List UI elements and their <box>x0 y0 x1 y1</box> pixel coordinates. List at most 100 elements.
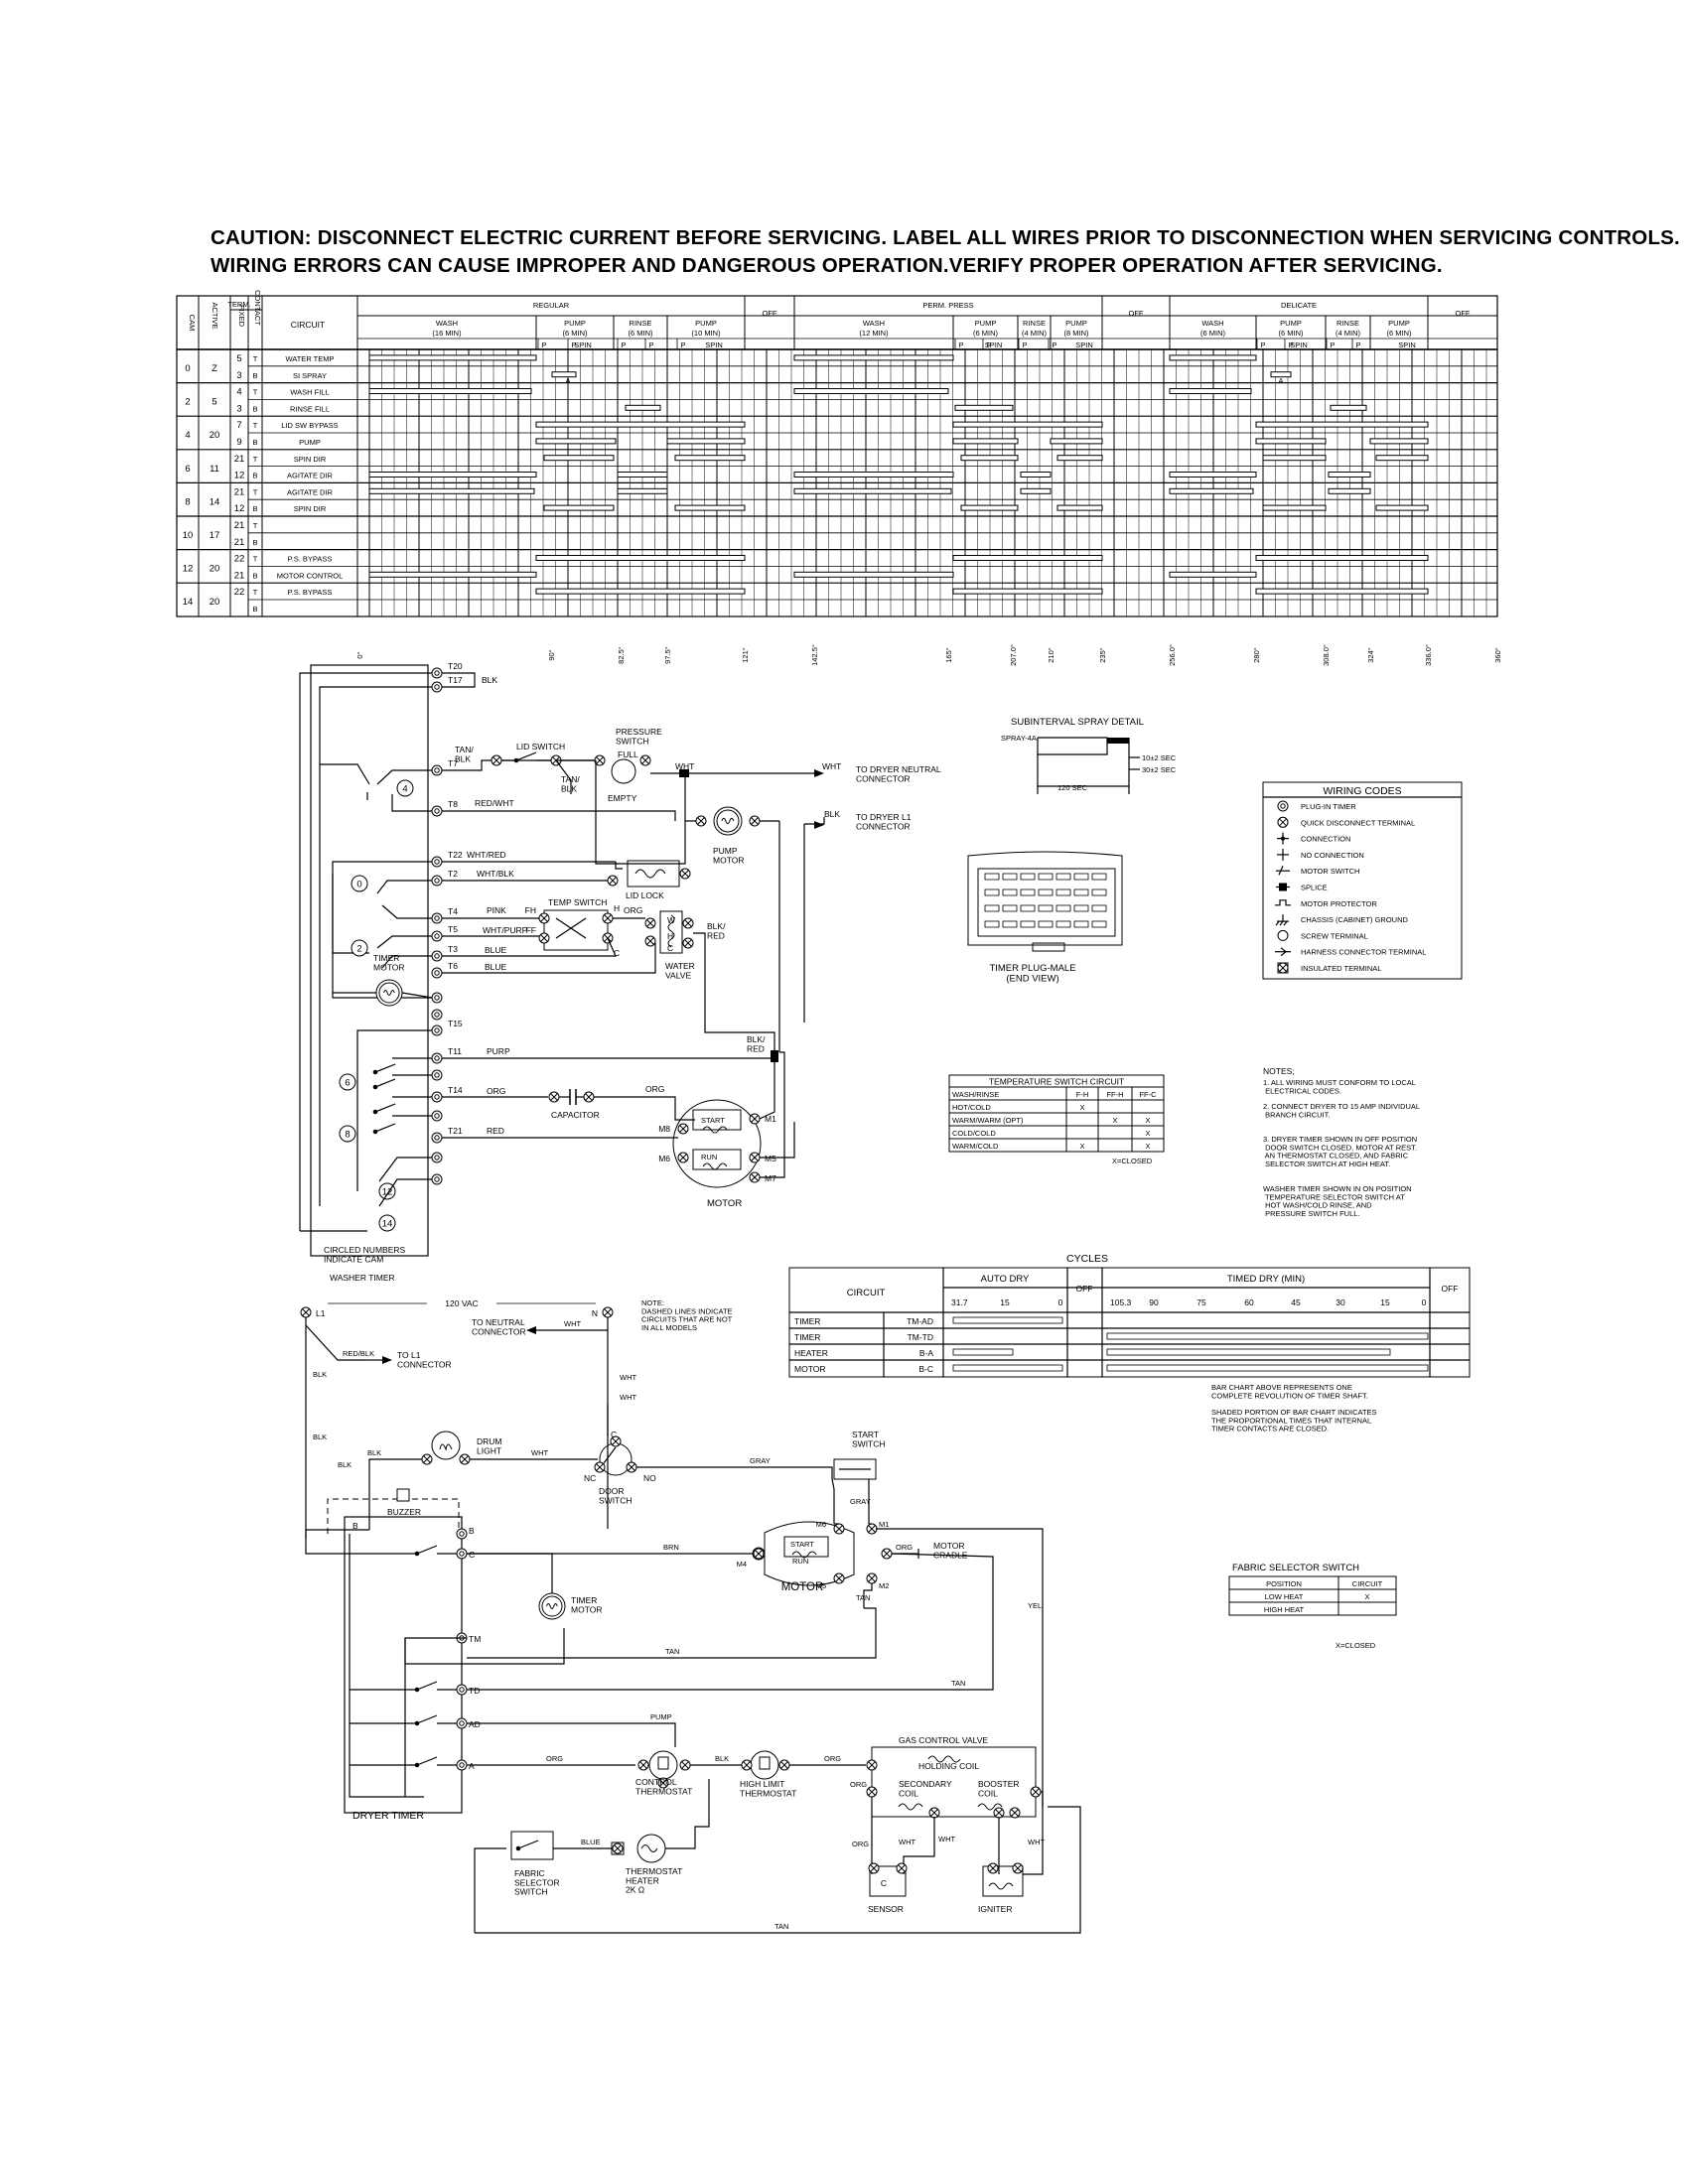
switch-pivot <box>414 1762 420 1768</box>
plug-in-timer-terminal-dot <box>459 1687 465 1693</box>
sensor-label: SENSOR <box>868 1904 904 1914</box>
cam-number: 10 <box>183 530 194 541</box>
step-name: RINSE <box>1336 319 1359 328</box>
label-line: TO DRYER L1 <box>856 812 912 822</box>
dryer-timer-motor-winding <box>541 1595 563 1617</box>
cam-closed-bar <box>551 371 577 378</box>
timer-terminal-label: B <box>352 1521 358 1531</box>
contact-type: B <box>252 571 257 580</box>
booster-coil <box>977 1803 1003 1811</box>
cycle-row-code: B-C <box>918 1364 933 1374</box>
plug-in-timer-terminal-dot <box>434 915 440 921</box>
cam-closed-bar <box>793 571 954 578</box>
label-line: ELECTRICAL CODES. <box>1263 1086 1341 1095</box>
label-line: SWITCH <box>514 1887 548 1897</box>
cam-number: 4 <box>185 430 190 441</box>
cam-closed-bar <box>1330 404 1367 411</box>
plug-pin <box>984 904 1000 912</box>
label-line: LIGHT <box>477 1445 501 1455</box>
label-line: (END VIEW) <box>1006 973 1058 984</box>
contact-type: B <box>252 404 257 413</box>
cycle-closed-bar <box>1106 1348 1391 1356</box>
cam-closed-bar <box>960 455 1019 462</box>
cam-closed-bar <box>1255 588 1429 595</box>
cam-closed-bar <box>793 472 954 478</box>
plug-in-timer-terminal-dot <box>434 970 440 976</box>
label-line: PRESSURE <box>616 727 662 737</box>
plug-in-timer-terminal-dot <box>434 1012 440 1018</box>
cam-closed-bar <box>535 555 746 561</box>
x-mark <box>751 1154 759 1161</box>
drum-light-filament <box>439 1443 453 1451</box>
cam-closed-bar <box>535 438 617 445</box>
temp-switch-box <box>543 909 609 951</box>
label-line: THE PROPORTIONAL TIMES THAT INTERNAL <box>1211 1416 1371 1425</box>
label-line: BOOSTER <box>978 1779 1020 1789</box>
fabric-switch-contact <box>517 1840 539 1849</box>
circuit-name: LID SW BYPASS <box>281 421 338 430</box>
arrow-head <box>526 1326 536 1334</box>
wiring-code-label: CHASSIS (CABINET) GROUND <box>1301 915 1409 924</box>
wire-label: TAN <box>665 1647 679 1656</box>
plug-pin <box>1091 888 1107 896</box>
terminal-number: 9 <box>236 437 241 448</box>
cam-closed-bar <box>1169 487 1254 494</box>
buzzer-icon <box>396 1488 410 1502</box>
label-line: 2. CONNECT DRYER TO 15 AMP INDIVIDUAL <box>1263 1102 1420 1111</box>
run-label: RUN <box>701 1153 717 1161</box>
wiring-code-label: HARNESS CONNECTOR TERMINAL <box>1301 948 1426 957</box>
x-mark <box>659 1779 667 1787</box>
run-winding <box>702 1162 728 1170</box>
terminal-number: 4 <box>236 387 241 398</box>
contact-type: T <box>253 588 258 597</box>
cycle-closed-bar <box>952 1316 1063 1324</box>
plug-pin <box>984 920 1000 928</box>
x-mark <box>550 1093 558 1101</box>
wire-label: WHT <box>675 761 694 771</box>
wire-tan <box>467 1553 994 1691</box>
wire-blk <box>305 1529 369 1539</box>
cam-closed-bar <box>368 571 537 578</box>
motor-label: MOTOR <box>781 1581 824 1593</box>
plug-key <box>1032 942 1065 952</box>
spray-time: 30±2 SEC <box>1142 765 1177 774</box>
contact-type: B <box>252 605 257 614</box>
x-mark <box>780 1761 788 1769</box>
terminal-number: 12 <box>234 503 245 514</box>
dryer-motor-body <box>764 1521 855 1586</box>
circuit-name: P.S. BYPASS <box>288 588 333 597</box>
wire-label: ORG <box>850 1780 867 1789</box>
plug-pin <box>1073 920 1089 928</box>
cam-number-icon <box>339 1125 356 1143</box>
terminal-number: 21 <box>234 454 245 465</box>
timer-plug-body <box>967 851 1123 946</box>
p-label: P <box>621 341 626 349</box>
label-line: CONTROL <box>635 1777 677 1787</box>
plug-in-timer-terminal-dot <box>434 859 440 865</box>
step-time: (6 MIN) <box>973 329 999 338</box>
degree-label: 336.0° <box>1424 644 1433 666</box>
p-label: P <box>648 341 653 349</box>
cam-closed-bar <box>674 455 746 462</box>
wire-label: TAN <box>951 1679 965 1688</box>
x-mark <box>1011 1809 1019 1817</box>
wire-label: BLK/RED <box>747 1034 766 1053</box>
c-label: C <box>611 1430 617 1439</box>
x-mark <box>596 1463 604 1471</box>
plug-pin <box>984 888 1000 896</box>
label-line: CONNECTOR <box>856 773 911 783</box>
note-text: 3. DRYER TIMER SHOWN IN OFF POSITION DOO… <box>1263 1135 1417 1168</box>
plug-in-timer-terminal-dot <box>434 1027 440 1033</box>
cam-closed-bar <box>1262 455 1327 462</box>
temp-switch-label: TEMP SWITCH <box>548 897 607 907</box>
cam-closed-bar <box>1169 571 1257 578</box>
x-mark <box>898 1864 906 1872</box>
motor-terminal-label: M8 <box>658 1124 670 1134</box>
timed-dry-value: 30 <box>1336 1297 1345 1307</box>
label-line: FABRIC <box>514 1868 545 1878</box>
plug-in-timer-terminal-dot <box>459 1531 465 1537</box>
label-line: SWITCH <box>852 1438 886 1448</box>
wiring-code-label: QUICK DISCONNECT TERMINAL <box>1301 818 1415 827</box>
